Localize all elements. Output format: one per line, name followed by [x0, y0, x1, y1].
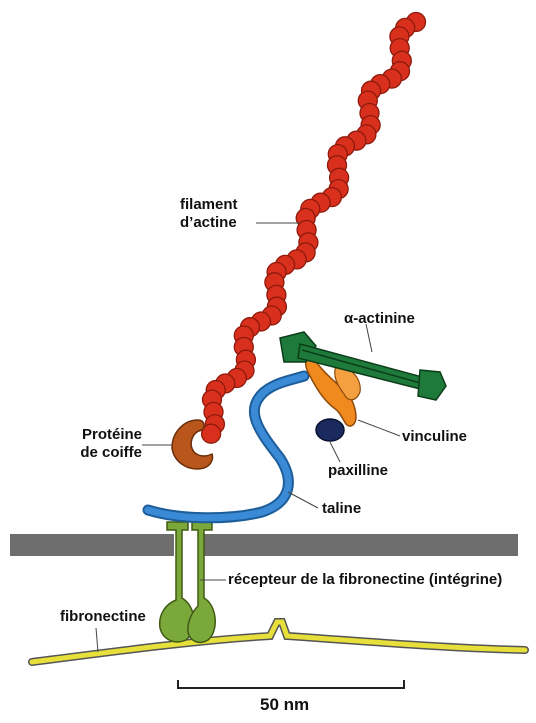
scale-bar	[178, 680, 404, 688]
leader-vinculin	[358, 420, 400, 436]
label-capping-line1: Protéine	[46, 426, 142, 444]
plasma-membrane	[10, 534, 174, 556]
label-alpha-actinin: α-actinine	[344, 310, 415, 328]
leader-talin	[288, 492, 318, 508]
label-actin-line1: filament	[180, 196, 238, 214]
label-receptor: récepteur de la fibronectine (intégrine)	[228, 571, 502, 589]
label-paxillin: paxilline	[328, 462, 388, 480]
label-talin: taline	[322, 500, 361, 518]
alpha-actinin-molecule	[280, 332, 446, 400]
leader-alpha-actinin	[366, 324, 372, 352]
label-capping-protein: Protéine de coiffe	[46, 426, 142, 462]
leader-fibronectin	[96, 628, 98, 652]
fibronectin-strand	[32, 622, 525, 662]
label-scale: 50 nm	[260, 696, 309, 714]
label-fibronectin: fibronectine	[60, 608, 146, 626]
plasma-membrane	[202, 534, 518, 556]
label-capping-line2: de coiffe	[46, 444, 142, 462]
label-vinculin: vinculine	[402, 428, 467, 446]
paxillin-molecule	[316, 419, 344, 441]
leader-paxillin	[330, 442, 340, 462]
label-actin-filament: filament d’actine	[180, 196, 238, 232]
label-actin-line2: d’actine	[180, 214, 238, 232]
